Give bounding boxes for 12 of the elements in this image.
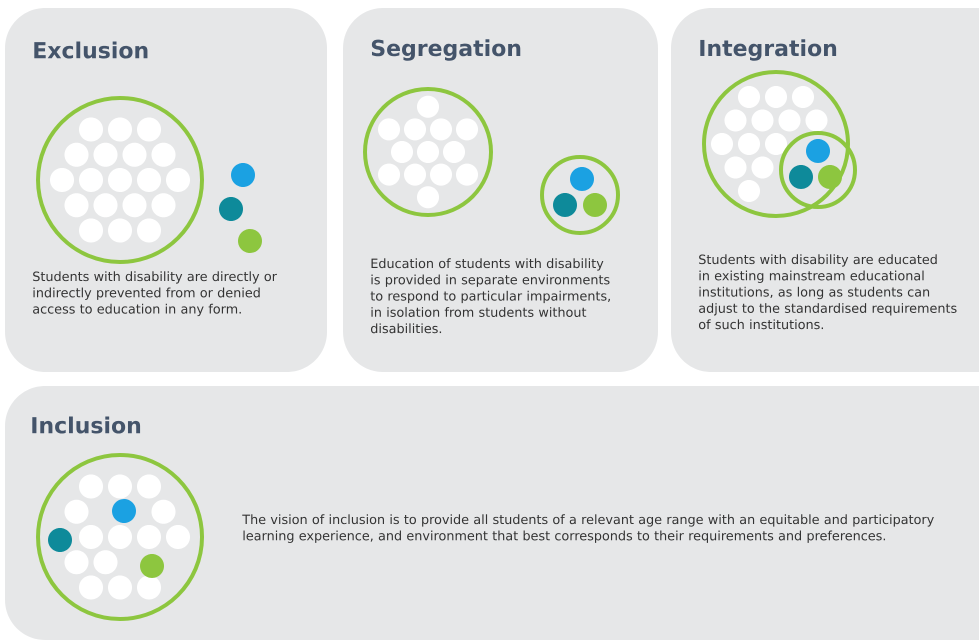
card bbox=[5, 8, 327, 372]
card-title: Inclusion bbox=[32, 416, 140, 434]
card bbox=[343, 8, 658, 372]
card-title: Exclusion bbox=[34, 42, 148, 59]
card-text: Education of students with disability is provided in separate environments to respond to particular impairments, in isolation from students without disabilities. bbox=[370, 258, 610, 334]
card-text: Students with disability are educated in existing mainstream educational institutions, as long as students can adjust to the standardised requirements of such institutions. bbox=[698, 254, 957, 330]
card-text: Students with disability are directly or indirectly prevented from or denied access to education in any form. bbox=[33, 271, 277, 316]
card bbox=[5, 386, 979, 640]
card bbox=[671, 8, 979, 372]
card-text: The vision of inclusion is to provide all students of a relevant age range with an equitable and participatory learning experience, and environment that best corresponds to their requirements and preferences. bbox=[242, 514, 934, 543]
card-title: Segregation bbox=[372, 39, 520, 61]
card-title: Integration bbox=[700, 39, 836, 61]
